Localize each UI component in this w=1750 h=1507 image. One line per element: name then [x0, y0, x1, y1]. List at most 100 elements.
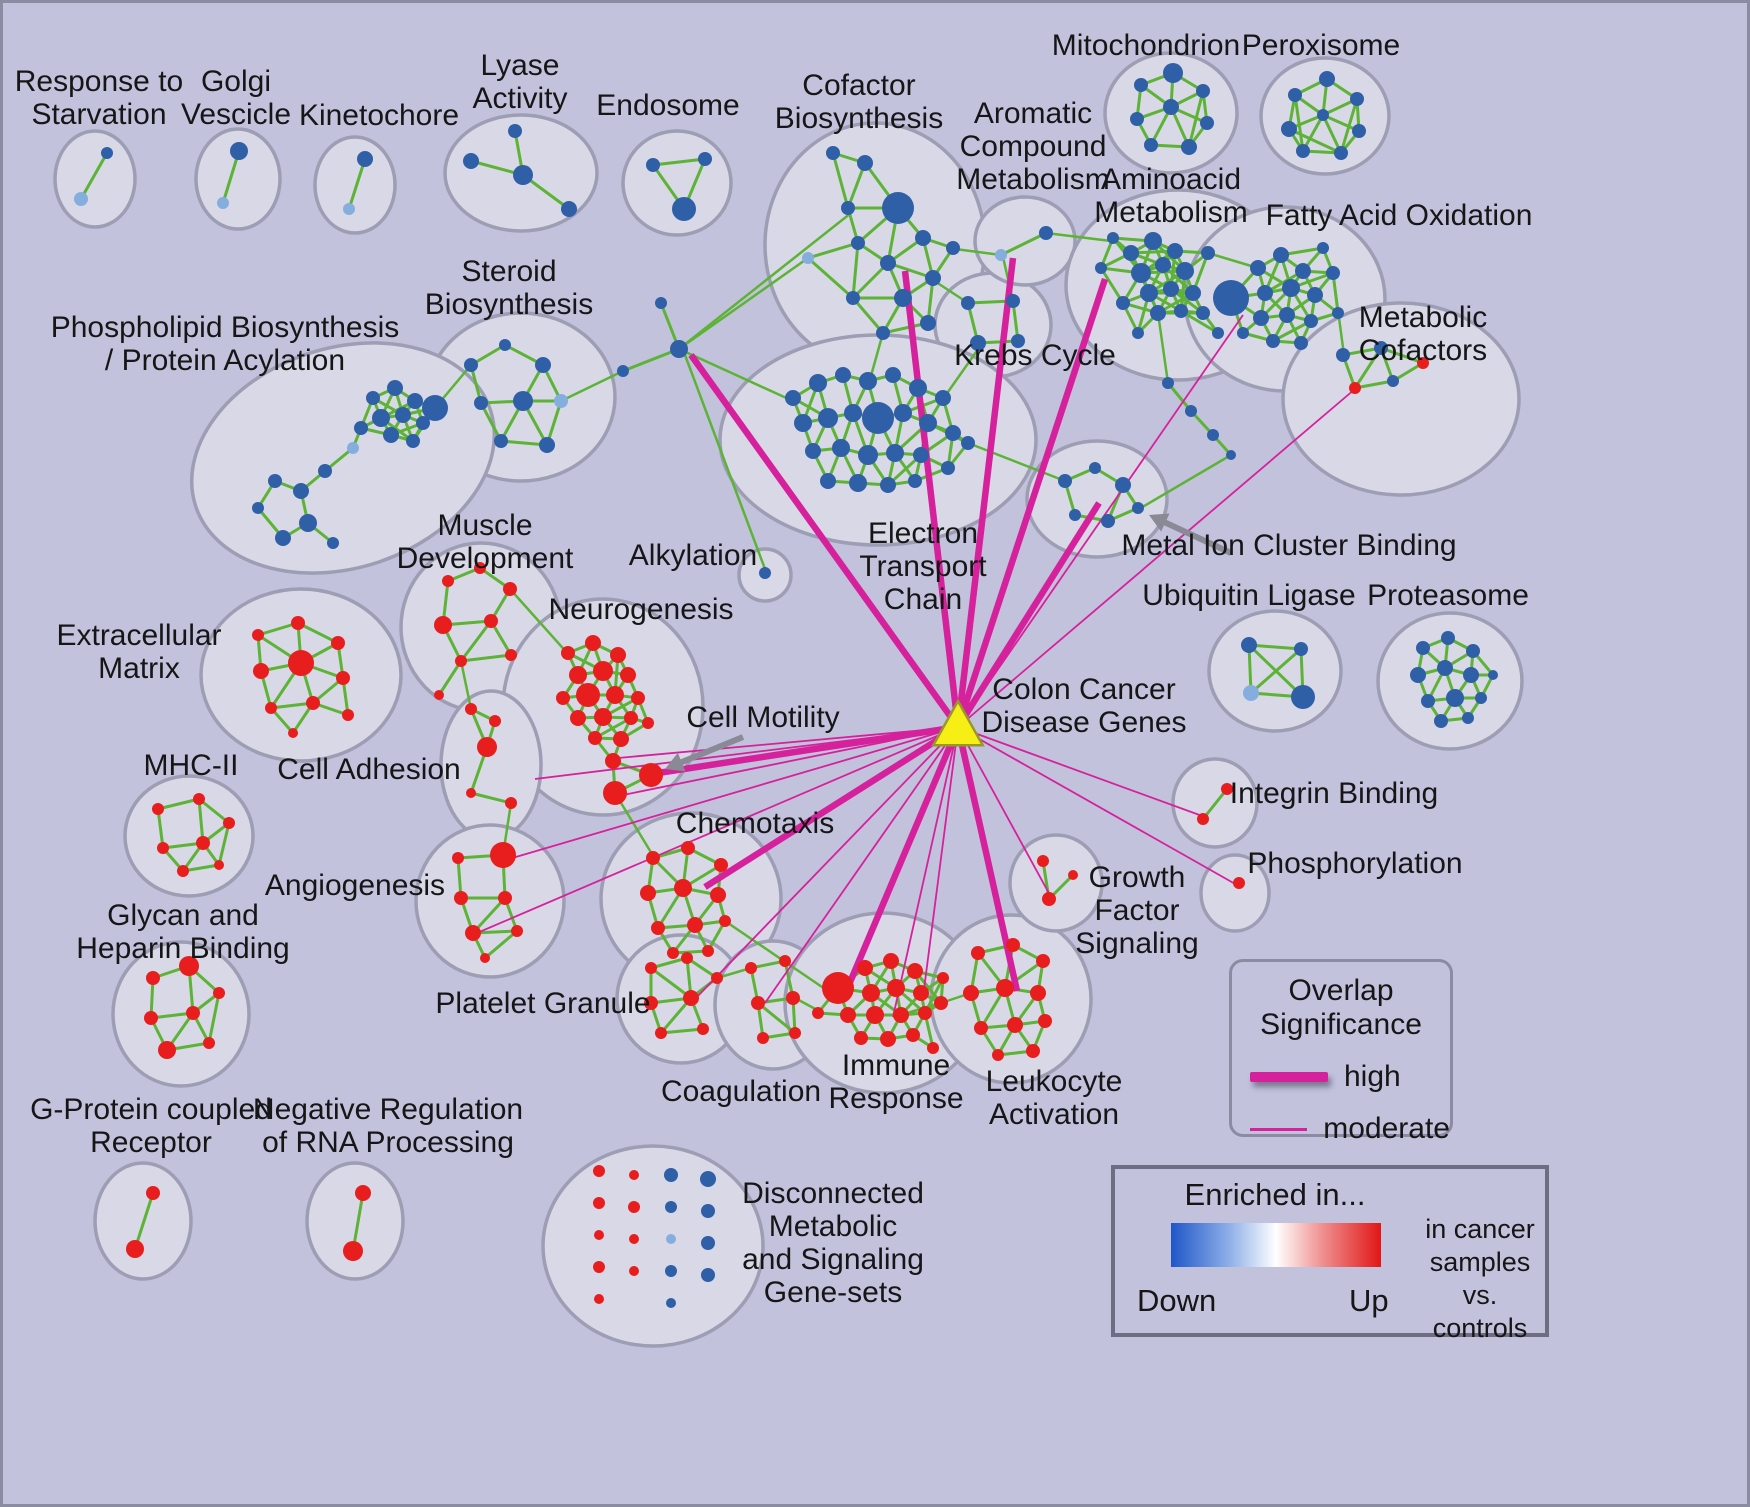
label-phospholipid-biosynthesis: Phospholipid Biosynthesis/ Protein Acyla… [51, 311, 400, 377]
node-disconnected-gene-sets [666, 1298, 676, 1308]
node-disconnected-gene-sets [594, 1294, 604, 1304]
node-proteasome [1475, 692, 1487, 704]
node-gpcr [126, 1240, 144, 1258]
node-phospholipid-biosynthesis [354, 421, 368, 435]
node-connectors-right [1226, 450, 1236, 460]
overlap-edge-moderate [957, 726, 1238, 886]
node-immune-response [866, 1006, 884, 1024]
node-fatty-acid-oxidation [1279, 307, 1295, 323]
node-aminoacid-metabolism [1174, 304, 1188, 318]
node-aminoacid-metabolism [1185, 285, 1201, 301]
label-endosome: Endosome [596, 89, 739, 122]
inter-cluster-edge [941, 344, 983, 400]
node-phospholipid-biosynthesis [293, 483, 309, 499]
edge-cofactor-biosynthesis [831, 152, 850, 209]
node-muscle-development [455, 655, 467, 667]
node-peroxisome [1352, 124, 1366, 138]
node-electron-transport-chain [935, 390, 951, 406]
node-angiogenesis [511, 925, 523, 937]
cluster-response-to-starvation [53, 129, 137, 229]
node-peroxisome [1288, 88, 1302, 102]
node-aminoacid-metabolism [1196, 306, 1210, 320]
node-cell-adhesion [466, 788, 476, 798]
node-platelet-granule [711, 972, 723, 984]
node-chemotaxis [710, 887, 726, 903]
node-chemotaxis [702, 945, 714, 957]
node-electron-transport-chain [832, 439, 850, 457]
colon-cancer-hub-triangle [931, 698, 985, 747]
overlap-legend-title: Overlap Significance [1232, 974, 1450, 1042]
node-krebs-cycle [970, 335, 986, 351]
node-neurogenesis [610, 647, 626, 663]
enrichment-gradient-bar [1171, 1223, 1381, 1267]
node-steroid-biosynthesis [494, 434, 508, 448]
node-metal-ion-cluster-binding [1115, 477, 1131, 493]
node-neurogenesis [570, 710, 586, 726]
edge-platelet-granule [686, 956, 718, 980]
node-peroxisome [1350, 92, 1364, 106]
node-chemotaxis [640, 885, 656, 901]
node-extracellular-matrix [306, 696, 320, 710]
node-chemotaxis [719, 915, 731, 927]
node-coagulation [757, 1032, 769, 1044]
edge-connectors-right [1166, 382, 1193, 412]
node-glycan-heparin-binding [179, 956, 199, 976]
node-disconnected-gene-sets [629, 1234, 639, 1244]
overlap-edge-moderate [622, 726, 959, 796]
enriched-in-legend: Enriched in... Down Up in cancer samples… [1111, 1165, 1549, 1343]
node-mhc-ii [196, 836, 210, 850]
edge-glycan-heparin-binding [150, 1011, 194, 1020]
label-peroxisome: Peroxisome [1242, 29, 1400, 62]
overlap-edge-high [954, 277, 1109, 729]
high-significance-label: high [1344, 1060, 1401, 1093]
node-neurogenesis [576, 683, 600, 707]
node-platelet-granule [697, 1023, 709, 1035]
edge-cell-adhesion [470, 791, 512, 805]
node-proteasome [1462, 712, 1474, 724]
label-metal-ion-cluster-binding: Metal Ion Cluster Binding [1121, 529, 1456, 562]
overlap-edge-high [901, 270, 962, 728]
node-electron-transport-chain [862, 402, 894, 434]
node-ubiquitin-ligase [1241, 637, 1257, 653]
edge-extracellular-matrix [270, 701, 314, 710]
node-lyase-activity [513, 165, 533, 185]
node-electron-transport-chain [858, 445, 878, 465]
node-aminoacid-metabolism [1212, 327, 1224, 339]
node-kinetochore [357, 151, 373, 167]
node-immune-response [893, 1007, 909, 1023]
cluster-golgi-vescicle [194, 127, 282, 231]
node-extracellular-matrix [336, 671, 350, 685]
node-aminoacid-metabolism [1116, 296, 1130, 310]
node-platelet-granule [645, 962, 657, 974]
label-integrin-binding: Integrin Binding [1230, 777, 1438, 810]
node-metabolic-cofactors [1374, 341, 1388, 355]
node-mitochondrion [1163, 63, 1183, 83]
node-cofactor-biosynthesis [915, 230, 931, 246]
node-proteasome [1434, 714, 1448, 728]
node-immune-response [857, 960, 873, 976]
node-fatty-acid-oxidation [1295, 263, 1311, 279]
node-extracellular-matrix [253, 663, 269, 679]
node-muscle-development [434, 690, 444, 700]
node-neurogenesis [588, 731, 602, 745]
node-extracellular-matrix [342, 709, 354, 721]
pointer-arrow [674, 734, 745, 768]
inter-cluster-edge [678, 212, 852, 350]
edge-mhc-ii [156, 808, 165, 849]
overlap-edge-moderate [892, 726, 959, 1018]
node-metal-ion-cluster-binding [1132, 502, 1144, 514]
edge-muscle-development [459, 620, 493, 662]
node-aminoacid-metabolism [1167, 243, 1183, 259]
edge-glycan-heparin-binding [207, 992, 221, 1044]
layer-overlap-edges [476, 257, 1356, 1018]
node-phospholipid-biosynthesis [268, 474, 282, 488]
pointer-arrowhead [665, 752, 686, 772]
edge-kinetochore [347, 158, 367, 210]
edge-extracellular-matrix [297, 621, 339, 645]
node-muscle-development [442, 575, 454, 587]
